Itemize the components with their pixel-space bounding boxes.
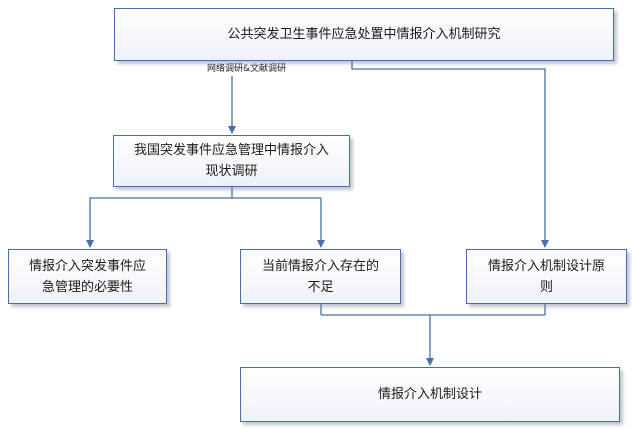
node-mechanism-design: 情报介入机制设计 (240, 367, 620, 422)
node-insufficiency-line1: 当前情报介入存在的 (261, 258, 379, 274)
node-necessity: 情报介入突发事件应 急管理的必要性 (8, 249, 167, 304)
node-mechanism-design-text: 情报介入机制设计 (377, 387, 482, 402)
edge-survey-to-necessity (86, 197, 321, 248)
node-necessity-text: 情报介入突发事件应 急管理的必要性 (29, 256, 146, 298)
node-design-principles-text: 情报介入机制设计原 则 (488, 256, 605, 298)
node-current-status-survey-text: 我国突发事件应急管理中情报介入 现状调研 (134, 140, 329, 182)
node-insufficiency-line2: 不足 (307, 279, 334, 295)
edge-label-research-method: 网络调研&文献调研 (206, 63, 288, 75)
node-design-principles: 情报介入机制设计原 则 (466, 249, 627, 304)
edge-root-to-principles (351, 61, 549, 248)
node-research-topic-text: 公共突发卫生事件应急处置中情报介入机制研究 (227, 27, 501, 42)
node-current-status-survey: 我国突发事件应急管理中情报介入 现状调研 (113, 135, 350, 187)
node-research-topic: 公共突发卫生事件应急处置中情报介入机制研究 (114, 8, 614, 61)
node-design-principles-line1: 情报介入机制设计原 (487, 258, 605, 274)
node-current-status-survey-line1: 我国突发事件应急管理中情报介入 (133, 143, 329, 158)
node-insufficiency: 当前情报介入存在的 不足 (240, 249, 401, 304)
node-necessity-line2: 急管理的必要性 (41, 279, 133, 295)
node-design-principles-line2: 则 (539, 279, 553, 295)
node-insufficiency-text: 当前情报介入存在的 不足 (262, 256, 379, 298)
node-current-status-survey-line2: 现状调研 (205, 164, 258, 179)
node-necessity-line1: 情报介入突发事件应 (28, 258, 146, 274)
